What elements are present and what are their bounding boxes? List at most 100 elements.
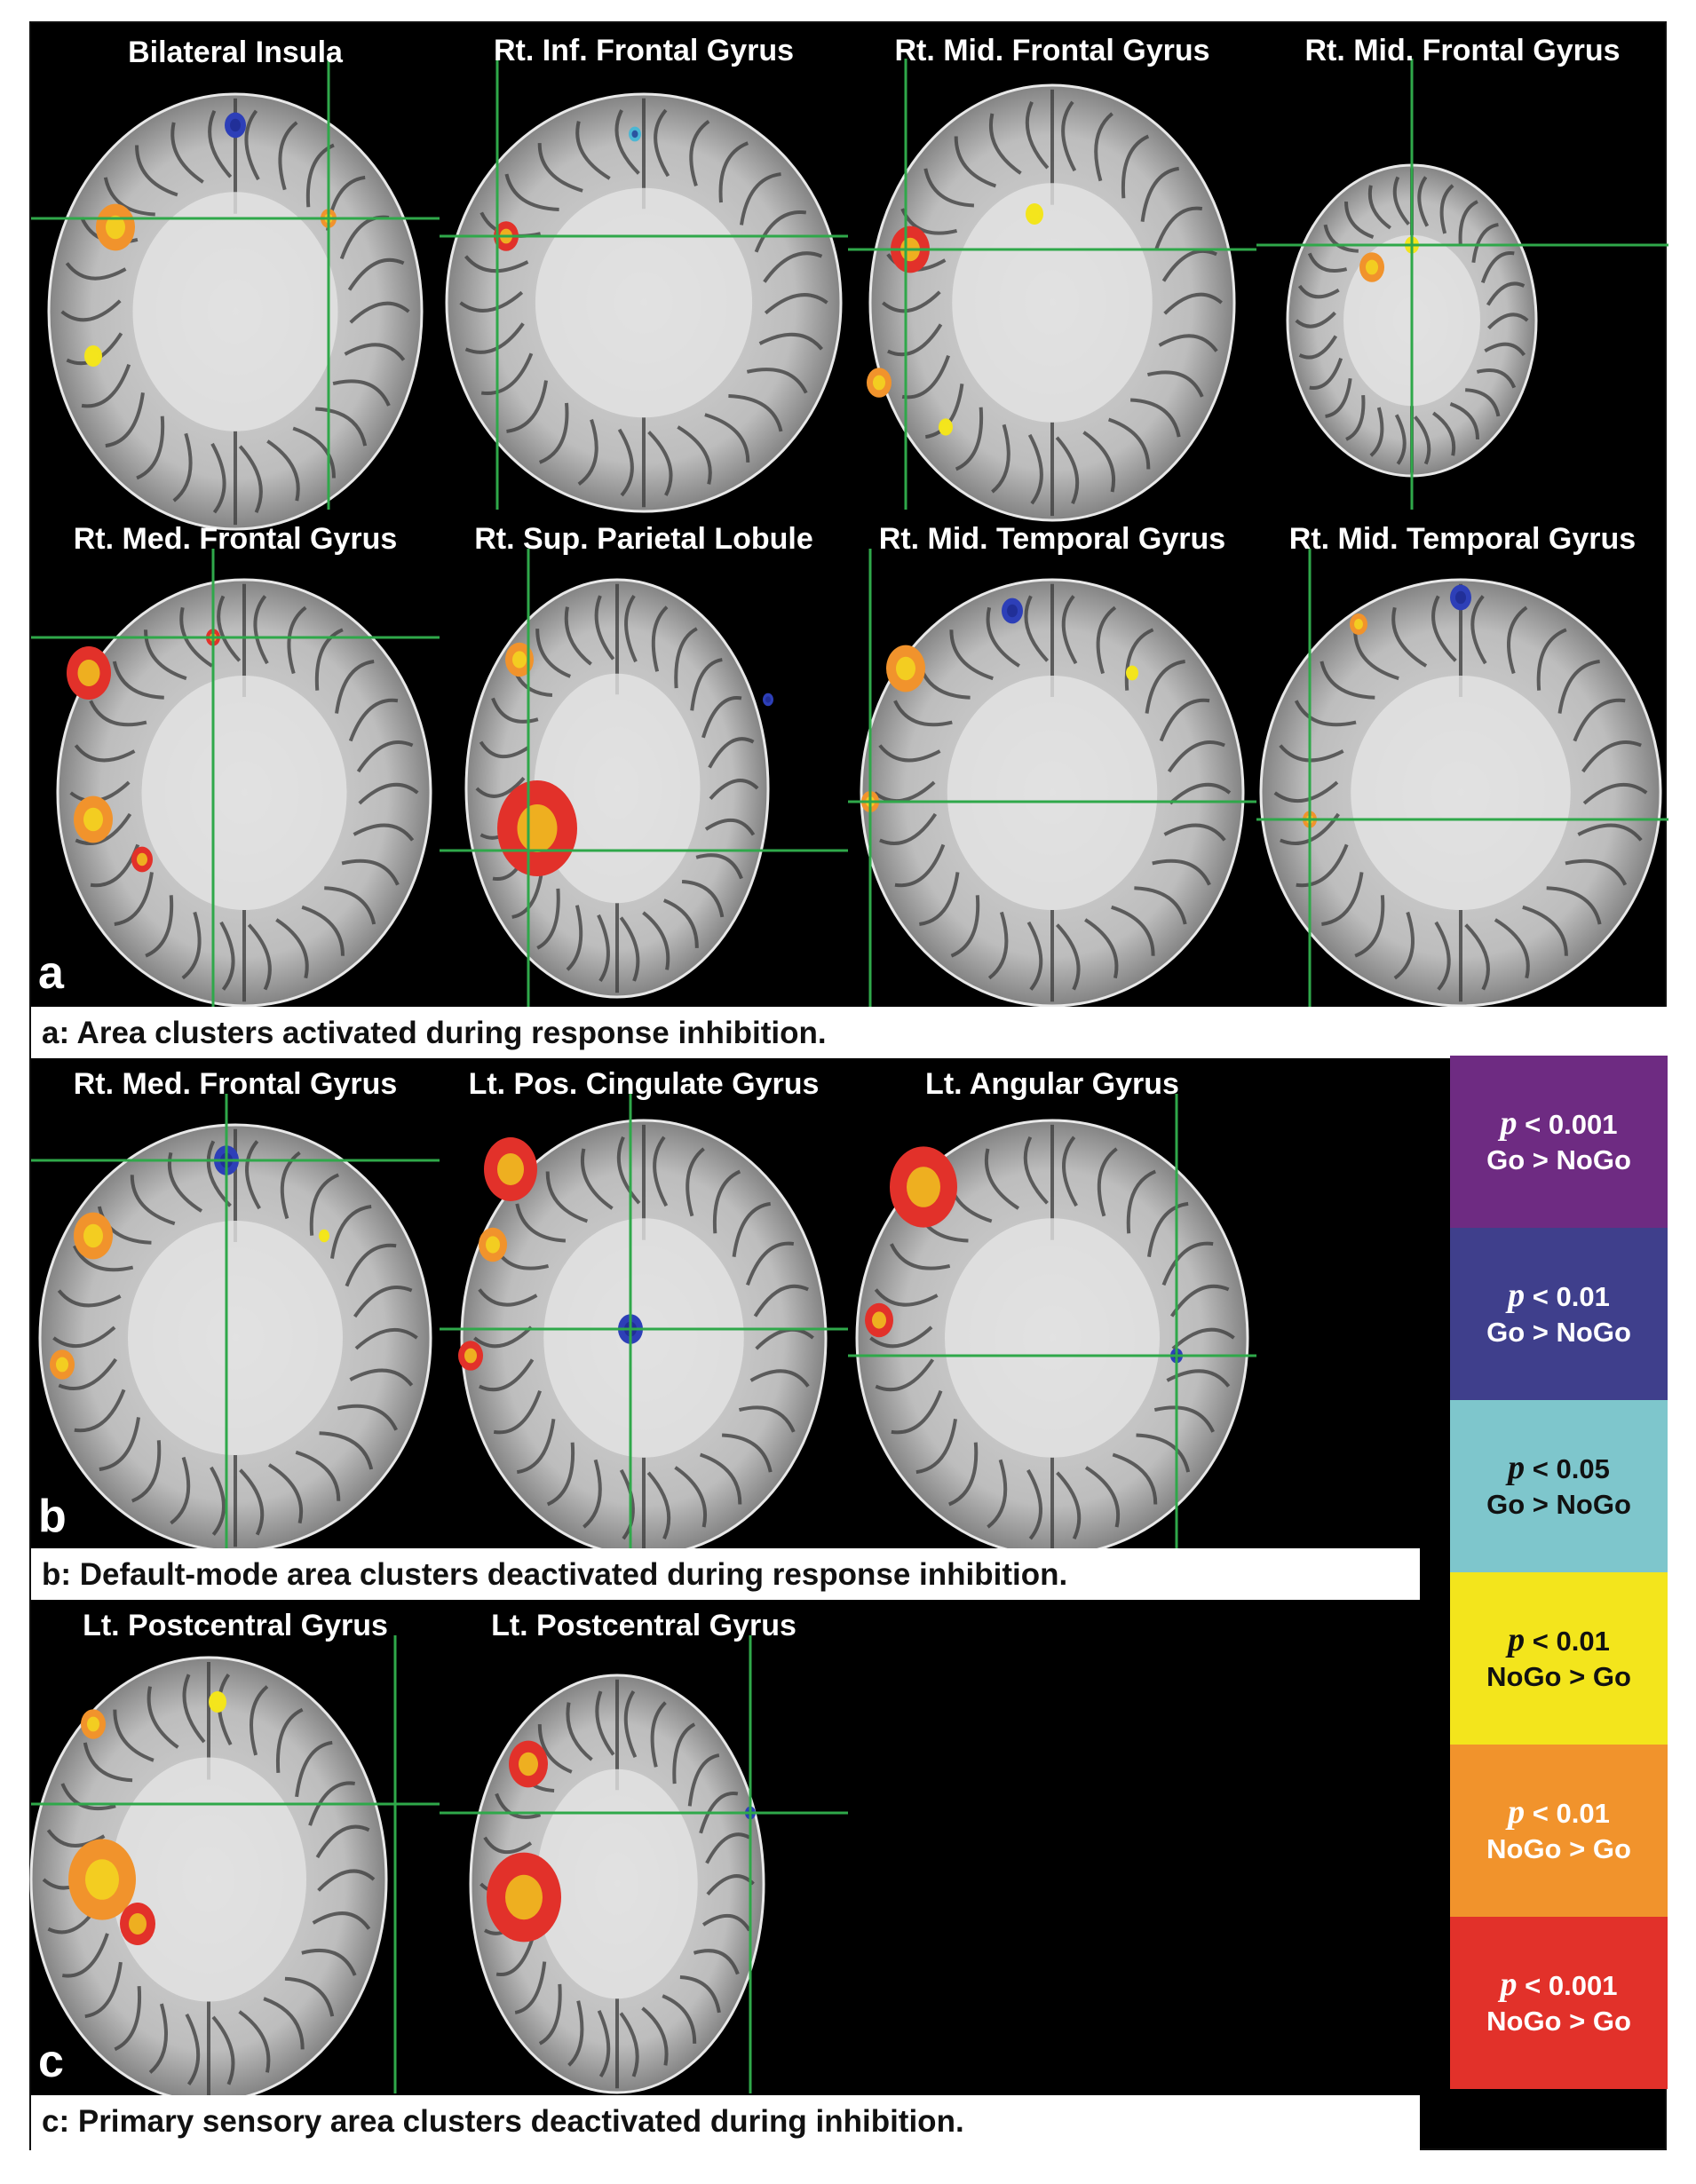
legend-swatch-nogo-go-01-yellow: p < 0.01 NoGo > Go xyxy=(1450,1572,1668,1745)
activation-cluster-core xyxy=(129,1913,147,1935)
contrast: Go > NoGo xyxy=(1486,1317,1631,1348)
white-matter xyxy=(141,676,347,910)
panel-rt-med-frontal-gyrus: Rt. Med. Frontal Gyrus xyxy=(31,513,440,1008)
panel-title: Rt. Mid. Temporal Gyrus xyxy=(1288,522,1637,556)
activation-cluster-core xyxy=(907,1167,940,1207)
panel-title: Lt. Postcentral Gyrus xyxy=(83,1609,388,1642)
legend-swatch-nogo-go-001: p < 0.001 NoGo > Go xyxy=(1450,1917,1668,2089)
activation-cluster-core xyxy=(873,375,885,391)
white-matter xyxy=(132,192,338,431)
sulci-pattern xyxy=(1273,583,1648,1002)
activation-cluster-core xyxy=(89,351,98,361)
panel-c-lt-postcentral-gyrus-2: Lt. Postcentral Gyrus xyxy=(440,1600,848,2094)
white-matter xyxy=(111,1757,306,2002)
threshold: < 0.01 xyxy=(1532,1626,1610,1657)
brain-slice-image xyxy=(31,1094,440,1553)
panel-title: Rt. Mid. Frontal Gyrus xyxy=(1304,34,1621,67)
sulci-pattern xyxy=(52,1128,418,1547)
panel-rt-mid-frontal-gyrus-2: Rt. Mid. Frontal Gyrus xyxy=(1256,23,1668,510)
white-matter xyxy=(952,183,1153,423)
activation-cluster-core xyxy=(230,118,241,132)
panel-b-lt-pos-cingulate-gyrus: Lt. Pos. Cingulate Gyrus xyxy=(440,1058,848,1557)
activation-cluster-core xyxy=(486,1236,500,1254)
white-matter xyxy=(945,1218,1160,1458)
panel-title: Rt. Inf. Frontal Gyrus xyxy=(493,34,795,67)
panel-b-rt-med-frontal-gyrus: Rt. Med. Frontal Gyrus xyxy=(31,1058,440,1553)
panel-rt-mid-frontal-gyrus-1: Rt. Mid. Frontal Gyrus xyxy=(848,23,1256,522)
brain-slice-image xyxy=(440,1094,848,1557)
contrast: Go > NoGo xyxy=(1486,1489,1631,1520)
contrast: Go > NoGo xyxy=(1486,1144,1631,1175)
panel-bilateral-insula: Bilateral Insula xyxy=(31,23,440,531)
activation-cluster-core xyxy=(505,1874,543,1920)
activation-cluster-core xyxy=(1129,669,1136,677)
activation-cluster-core xyxy=(1030,209,1039,219)
legend-swatch-nogo-go-01-orange: p < 0.01 NoGo > Go xyxy=(1450,1745,1668,1917)
sulci-pattern xyxy=(869,1124,1235,1552)
activation-cluster-core xyxy=(213,1697,222,1707)
caption-strip-c: c: Primary sensory area clusters deactiv… xyxy=(31,2095,1420,2150)
activation-cluster-core xyxy=(872,1311,886,1329)
white-matter xyxy=(535,187,753,418)
activation-cluster-core xyxy=(631,130,638,138)
activation-cluster-core xyxy=(497,1153,524,1185)
panel-title: Rt. Med. Frontal Gyrus xyxy=(73,1067,398,1101)
brain-slice-image xyxy=(440,549,848,1007)
threshold: < 0.05 xyxy=(1532,1453,1610,1484)
p-symbol: p xyxy=(1500,1966,1518,2003)
legend-swatch-go-nogo-01: p < 0.01 Go > NoGo xyxy=(1450,1228,1668,1400)
activation-cluster-core xyxy=(512,651,527,669)
activation-cluster-core xyxy=(83,807,103,832)
p-symbol: p xyxy=(1508,1621,1526,1658)
brain-slice-image xyxy=(31,59,440,531)
caption-a: a: Area clusters activated during respon… xyxy=(42,1016,827,1050)
activation-cluster-core xyxy=(137,852,147,866)
panel-title: Rt. Med. Frontal Gyrus xyxy=(73,522,398,556)
white-matter xyxy=(543,1218,744,1458)
brain-slice-image xyxy=(1256,549,1668,1008)
activation-cluster-core xyxy=(519,1752,538,1776)
panel-title: Lt. Pos. Cingulate Gyrus xyxy=(468,1067,820,1101)
panel-title: Bilateral Insula xyxy=(128,36,343,69)
activation-cluster-core xyxy=(106,215,125,240)
white-matter xyxy=(1351,676,1571,910)
activation-cluster-core xyxy=(464,1348,477,1364)
activation-cluster-core xyxy=(765,696,771,703)
caption-strip-b: b: Default-mode area clusters deactivate… xyxy=(31,1548,1420,1600)
legend-swatch-go-nogo-05: p < 0.05 Go > NoGo xyxy=(1450,1400,1668,1572)
brain-slice-image xyxy=(29,1635,440,2103)
contrast: NoGo > Go xyxy=(1486,1833,1631,1864)
activation-cluster-core xyxy=(87,1716,99,1732)
sulci-pattern xyxy=(479,1679,755,2089)
sulci-pattern xyxy=(882,89,1223,517)
brain-slice-image xyxy=(848,549,1256,1008)
panel-c-lt-postcentral-gyrus-1: Lt. Postcentral Gyrus xyxy=(29,1600,440,2103)
activation-cluster-core xyxy=(896,656,915,681)
contrast: NoGo > Go xyxy=(1486,2006,1631,2037)
section-b: Rt. Med. Frontal Gyrus Lt. Pos. Cingulat… xyxy=(31,1058,1668,1557)
contrast: NoGo > Go xyxy=(1486,1661,1631,1692)
activation-cluster-core xyxy=(321,1232,327,1239)
section-c: Lt. Postcentral Gyrus Lt. Postcentral Gy… xyxy=(29,1600,1668,2103)
legend-swatch-go-nogo-001: p < 0.001 Go > NoGo xyxy=(1450,1056,1668,1228)
p-symbol: p xyxy=(1500,1104,1518,1142)
threshold: < 0.01 xyxy=(1532,1281,1610,1312)
brain-slice-image xyxy=(848,59,1256,522)
panel-b-lt-angular-gyrus: Lt. Angular Gyrus xyxy=(848,1058,1256,1557)
activation-cluster-core xyxy=(56,1357,68,1373)
activation-cluster-core xyxy=(942,423,949,431)
activation-cluster-core xyxy=(1455,590,1466,605)
threshold: < 0.001 xyxy=(1525,1109,1618,1140)
panel-letter-a: a xyxy=(38,947,64,999)
caption-b: b: Default-mode area clusters deactivate… xyxy=(42,1557,1068,1592)
activation-cluster-core xyxy=(1366,259,1378,275)
sulci-pattern xyxy=(1295,168,1529,473)
threshold: < 0.01 xyxy=(1532,1798,1610,1829)
brain-slice-image xyxy=(31,549,440,1008)
panel-title: Lt. Angular Gyrus xyxy=(925,1067,1179,1101)
caption-c: c: Primary sensory area clusters deactiv… xyxy=(42,2104,964,2139)
p-symbol: p xyxy=(1508,1277,1526,1314)
brain-slice-image xyxy=(440,59,848,513)
activation-cluster-core xyxy=(83,1223,103,1248)
panel-rt-mid-temporal-gyrus-1: Rt. Mid. Temporal Gyrus xyxy=(848,513,1256,1008)
